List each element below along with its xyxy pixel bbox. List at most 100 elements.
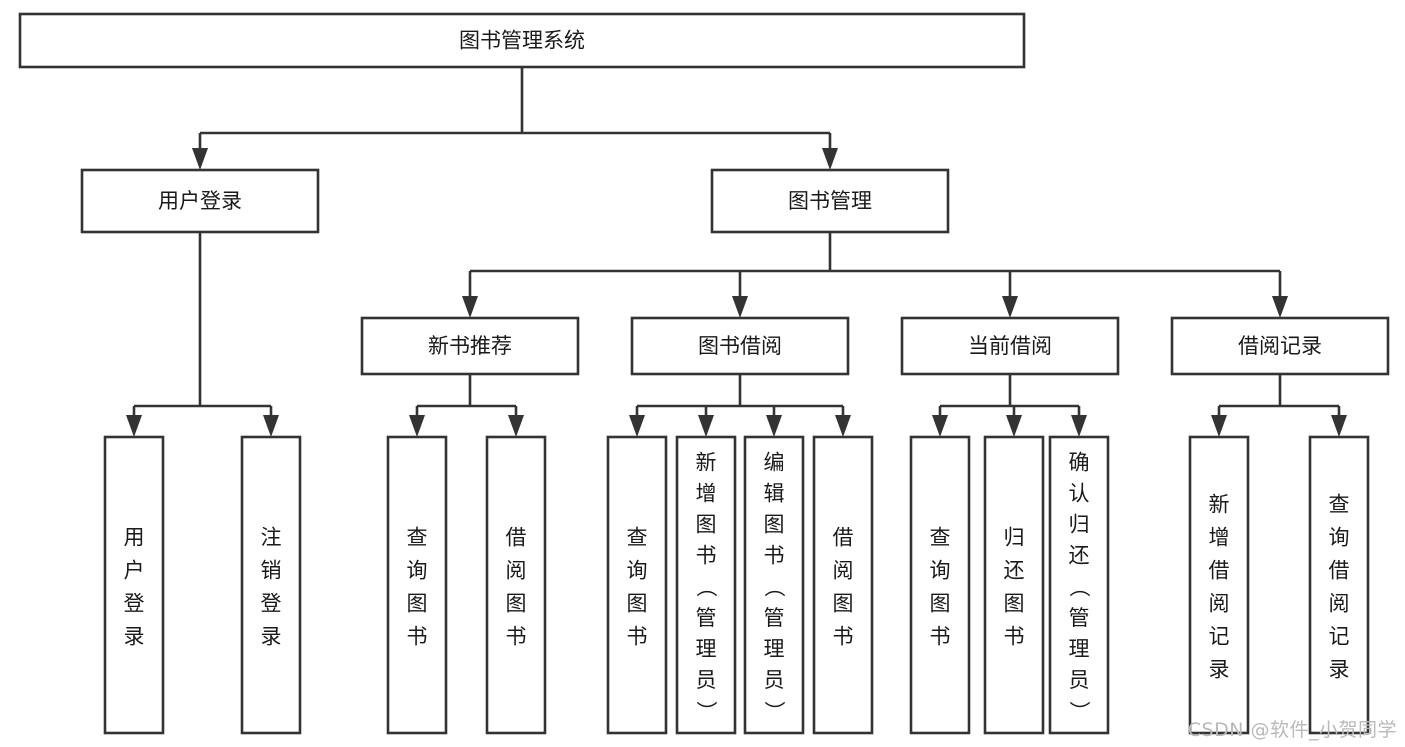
arrow-head-to-level3 — [732, 296, 748, 318]
arrow-head-to-level3 — [1002, 296, 1018, 318]
node-label-glyph: 新 — [1209, 493, 1230, 517]
node-label-glyph: 记 — [1329, 625, 1350, 649]
node-label-glyph: ） — [1067, 701, 1091, 722]
node-label-glyph: 理 — [696, 637, 717, 661]
node-label-glyph: 书 — [506, 625, 527, 649]
node-box-leaf[interactable] — [909, 435, 971, 735]
node-label-glyph: 员 — [1069, 668, 1090, 692]
arrow-head-to-leaf — [1211, 415, 1227, 437]
node-label-leaf: 用户登录 — [124, 526, 145, 649]
node-label-glyph: 归 — [1004, 526, 1025, 550]
node-label-glyph: 借 — [833, 526, 854, 550]
node-label-level3-1: 图书借阅 — [698, 334, 782, 358]
node-label-glyph: 阅 — [1329, 592, 1350, 616]
node-label-glyph: 员 — [764, 668, 785, 692]
node-label-glyph: 询 — [1329, 526, 1350, 550]
node-label-glyph: 图 — [764, 512, 785, 536]
node-label-glyph: 员 — [696, 668, 717, 692]
node-label-glyph: 登 — [261, 592, 282, 616]
node-label-level3-3: 借阅记录 — [1238, 334, 1322, 358]
node-label-glyph: 书 — [833, 625, 854, 649]
node-label-glyph: 阅 — [833, 559, 854, 583]
node-label-glyph: 查 — [627, 526, 648, 550]
node-box-leaf[interactable] — [1308, 435, 1370, 735]
node-box-leaf[interactable] — [386, 435, 448, 735]
node-box-leaf[interactable] — [485, 435, 547, 735]
node-box-leaf[interactable] — [240, 435, 302, 735]
node-label-glyph: 注 — [261, 526, 282, 550]
node-box-leaf[interactable] — [812, 435, 874, 735]
arrow-head-to-leaf — [932, 415, 948, 437]
node-label-level3-0: 新书推荐 — [428, 334, 512, 358]
arrow-head-to-leaf — [263, 415, 279, 437]
node-label-glyph: 认 — [1069, 481, 1090, 505]
node-label-glyph: 录 — [261, 625, 282, 649]
node-box-leaf[interactable] — [103, 435, 165, 735]
node-label-glyph: 辑 — [764, 481, 785, 505]
node-label-level3-2: 当前借阅 — [968, 334, 1052, 358]
arrow-head-to-leaf — [1071, 415, 1087, 437]
arrow-head-to-leaf — [835, 415, 851, 437]
node-label-glyph: 登 — [124, 592, 145, 616]
node-label-glyph: 图 — [627, 592, 648, 616]
node-label-glyph: 查 — [407, 526, 428, 550]
node-label-glyph: 图 — [930, 592, 951, 616]
node-label-glyph: 增 — [696, 481, 717, 505]
node-label-glyph: 归 — [1069, 512, 1090, 536]
node-box-leaf[interactable] — [983, 435, 1045, 735]
node-label-root: 图书管理系统 — [459, 29, 585, 53]
node-label-glyph: 书 — [764, 544, 785, 568]
node-label-glyph: 管 — [696, 606, 717, 630]
node-label-glyph: （ — [694, 576, 718, 597]
node-label-glyph: 录 — [124, 625, 145, 649]
arrow-head-to-leaf — [766, 415, 782, 437]
node-label-glyph: 借 — [1209, 559, 1230, 583]
node-label-glyph: 书 — [407, 625, 428, 649]
node-label-glyph: 增 — [1209, 526, 1230, 550]
arrow-head-to-leaf — [1331, 415, 1347, 437]
arrow-head-to-leaf — [629, 415, 645, 437]
arrow-head-to-level3 — [1272, 296, 1288, 318]
node-label-glyph: 录 — [1329, 658, 1350, 682]
node-box-level3-3[interactable] — [1170, 316, 1390, 376]
node-box-level2-0[interactable] — [80, 168, 320, 234]
node-label-glyph: 确 — [1069, 450, 1090, 474]
arrow-head-to-level2 — [822, 148, 838, 170]
node-box-leaf[interactable] — [743, 435, 805, 735]
arrow-head-to-level3 — [462, 296, 478, 318]
node-label-glyph: 图 — [833, 592, 854, 616]
node-label-glyph: 编 — [764, 450, 785, 474]
node-label-glyph: （ — [762, 576, 786, 597]
node-label-glyph: 图 — [506, 592, 527, 616]
node-label-glyph: 管 — [764, 606, 785, 630]
arrow-head-to-leaf — [1006, 415, 1022, 437]
node-label-glyph: 查 — [930, 526, 951, 550]
node-box-root[interactable] — [18, 12, 1026, 69]
node-label-glyph: 书 — [627, 625, 648, 649]
arrow-head-to-leaf — [698, 415, 714, 437]
node-label-glyph: 图 — [1004, 592, 1025, 616]
node-label-glyph: 用 — [124, 526, 145, 550]
node-label-glyph: 还 — [1069, 544, 1090, 568]
node-label-glyph: 借 — [506, 526, 527, 550]
node-box-leaf[interactable] — [1188, 435, 1250, 735]
node-box-leaf[interactable] — [1048, 435, 1110, 735]
watermark-label: CSDN @软件_小贺同学 — [1187, 719, 1397, 741]
node-box-leaf[interactable] — [606, 435, 668, 735]
node-label-glyph: 书 — [696, 544, 717, 568]
node-box-leaf[interactable] — [675, 435, 737, 735]
node-box-level2-1[interactable] — [710, 168, 950, 234]
